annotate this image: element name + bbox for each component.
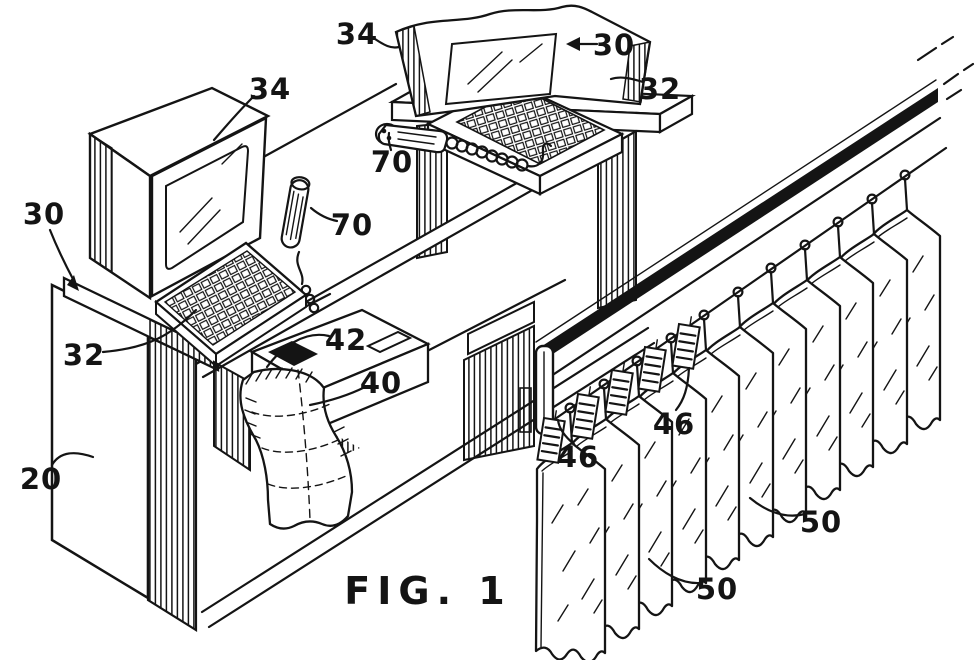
upper-monitor-left-band bbox=[395, 25, 431, 117]
leader-monitor-left bbox=[212, 94, 256, 142]
ref-keyboard-upper: 32 bbox=[639, 72, 681, 106]
leader-scanner-left bbox=[309, 206, 339, 223]
leader-keyboard-upper bbox=[609, 76, 645, 84]
reference-numerals: 34 30 32 70 34 30 32 70 42 40 20 46 46 5… bbox=[20, 17, 842, 606]
leader-monitor-upper bbox=[373, 37, 401, 49]
leader-garment-front bbox=[647, 557, 702, 585]
label-tape bbox=[239, 367, 354, 530]
leader-tag-rear bbox=[674, 366, 691, 412]
ref-monitor-upper: 34 bbox=[336, 17, 378, 51]
ref-tag-front: 46 bbox=[557, 440, 599, 474]
leader-lines bbox=[48, 37, 807, 585]
upper-scanner-cord bbox=[445, 136, 553, 172]
left-terminal bbox=[62, 86, 332, 372]
counter-front-post bbox=[146, 330, 198, 632]
left-keyboard bbox=[154, 241, 308, 369]
upper-monitor-screen bbox=[444, 32, 558, 106]
leader-printer bbox=[308, 385, 367, 407]
tape-hatch-marks bbox=[244, 367, 352, 457]
ref-terminal-upper: 30 bbox=[593, 28, 635, 62]
printer-slot bbox=[268, 341, 318, 366]
rail-end-plate bbox=[519, 387, 532, 433]
rail-bar bbox=[536, 88, 938, 365]
arrowhead-terminal-upper bbox=[566, 37, 580, 51]
shelf-front-edge bbox=[200, 326, 656, 629]
label-printer bbox=[213, 308, 431, 530]
leader-garment-rear bbox=[748, 496, 807, 517]
leader-keyboard-left bbox=[101, 308, 198, 354]
ref-scanner-left: 70 bbox=[331, 208, 373, 242]
counter-back-edge bbox=[256, 82, 398, 162]
upper-terminal-base-right bbox=[538, 132, 624, 196]
ref-printer: 40 bbox=[360, 366, 402, 400]
upper-terminal bbox=[374, 4, 652, 196]
rail-continuation-dashes bbox=[916, 35, 975, 101]
rail-top-line bbox=[535, 79, 937, 343]
ref-terminal-left: 30 bbox=[23, 197, 65, 231]
tape-fold-line bbox=[297, 369, 311, 521]
upper-table-end-face bbox=[658, 94, 694, 134]
upper-screen-reflections bbox=[467, 43, 543, 93]
left-scanner-cord bbox=[296, 250, 320, 314]
printer-panel bbox=[365, 330, 413, 354]
counter-right-end-panel bbox=[463, 324, 535, 462]
leader-terminal-left bbox=[48, 228, 76, 283]
left-screen-reflections bbox=[179, 143, 243, 245]
left-scanner-wand bbox=[280, 176, 320, 314]
ref-tag-rear: 46 bbox=[653, 407, 695, 441]
ref-scanner-upper: 70 bbox=[371, 145, 413, 179]
rail-middle-line bbox=[534, 116, 942, 388]
figure-caption: FIG. 1 bbox=[344, 569, 511, 613]
ref-garment-rear: 50 bbox=[800, 505, 842, 539]
ref-monitor-left: 34 bbox=[249, 72, 291, 106]
arrowhead-terminal-left bbox=[67, 275, 79, 291]
ref-keyboard-left: 32 bbox=[63, 338, 105, 372]
counter-right-end-top bbox=[467, 300, 535, 356]
leader-scanner-upper bbox=[387, 131, 393, 152]
leader-label-tape bbox=[265, 333, 331, 369]
ref-label-tape: 42 bbox=[325, 323, 367, 357]
ref-garment-front: 50 bbox=[696, 572, 738, 606]
upper-monitor-right-band bbox=[622, 41, 651, 103]
tape-label-divisions bbox=[251, 403, 347, 489]
leader-tag-front bbox=[556, 418, 576, 446]
upper-scanner-wand bbox=[374, 122, 553, 172]
left-monitor-side-band bbox=[89, 132, 113, 274]
ref-counter: 20 bbox=[20, 462, 62, 496]
left-monitor-screen bbox=[165, 145, 250, 270]
leader-counter bbox=[50, 452, 95, 467]
